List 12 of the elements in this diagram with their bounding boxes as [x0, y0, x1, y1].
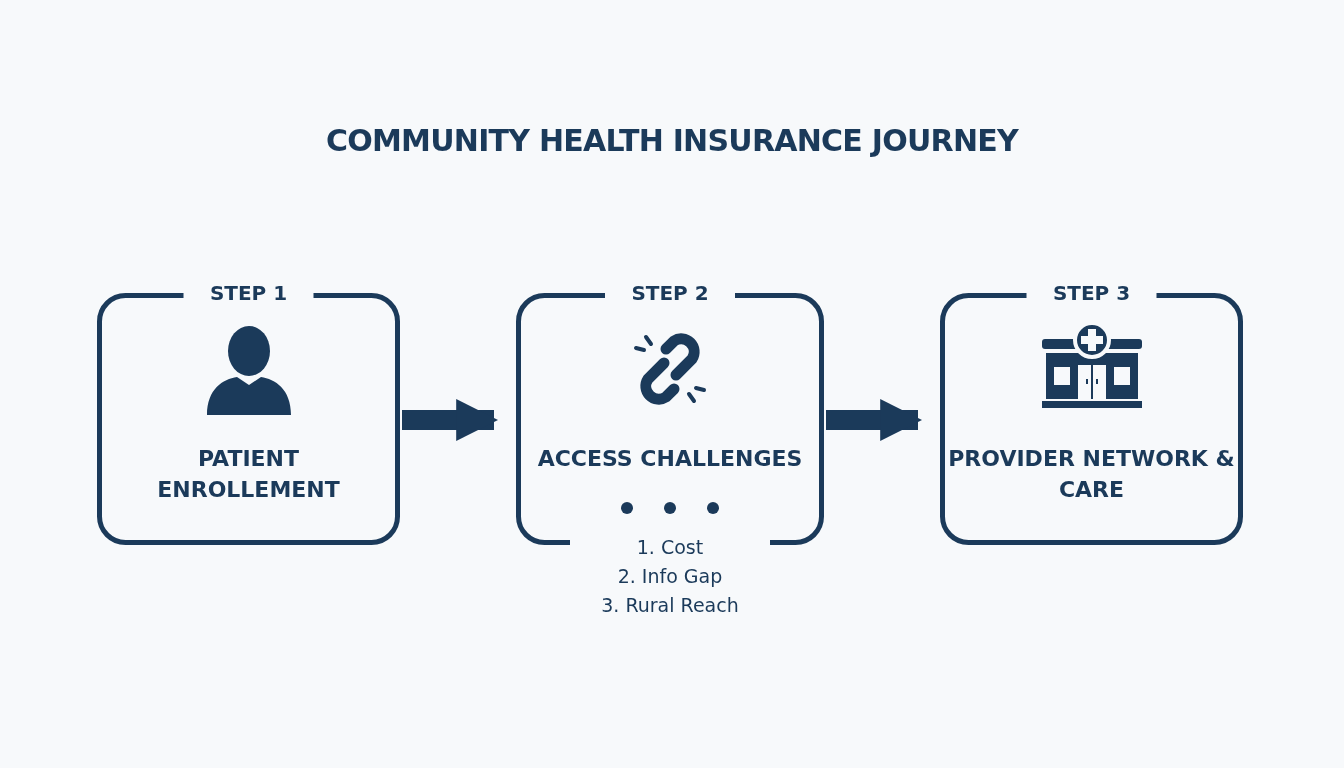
step-title: PROVIDER NETWORK & CARE: [948, 445, 1235, 504]
step-title: PATIENT ENROLLEMENT: [156, 445, 341, 504]
challenge-item: 1. Cost: [636, 535, 704, 560]
diagram-title: COMMUNITY HEALTH INSURANCE JOURNEY: [324, 122, 1020, 160]
step-title: ACCESS CHALLENGES: [536, 445, 804, 473]
arrow: [826, 399, 923, 441]
step-label: STEP 1: [209, 280, 288, 306]
arrow: [402, 399, 499, 441]
step-label: STEP 3: [1052, 280, 1131, 306]
step-label: STEP 2: [631, 280, 709, 306]
challenge-item: 3. Rural Reach: [601, 593, 739, 618]
challenge-item: 2. Info Gap: [617, 564, 723, 589]
